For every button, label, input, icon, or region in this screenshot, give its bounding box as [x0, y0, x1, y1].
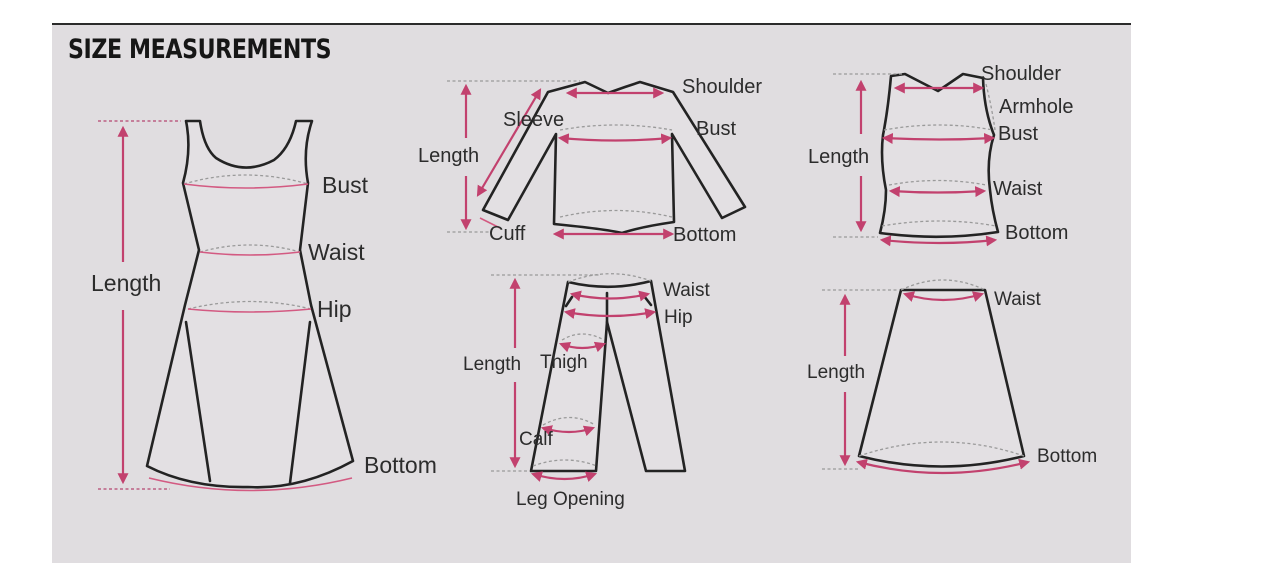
top-shoulder-label: Shoulder	[682, 76, 762, 98]
tank-armhole-label: Armhole	[999, 96, 1073, 118]
top-outline	[481, 80, 747, 235]
pants-leg-opening-label: Leg Opening	[516, 489, 625, 510]
pants-diagram: Waist Hip Length Thigh Calf Leg Opening	[463, 273, 711, 510]
tank-shoulder-label: Shoulder	[981, 63, 1061, 85]
tank-top-diagram: Shoulder Armhole Bust Length Waist Botto…	[808, 63, 1073, 247]
top-bust-label: Bust	[696, 118, 736, 140]
dress-waist-label: Waist	[308, 239, 365, 265]
skirt-diagram: Waist Length Bottom	[807, 279, 1097, 475]
top-length-label: Length	[418, 145, 479, 167]
tank-outline	[878, 72, 1000, 239]
skirt-bottom-label: Bottom	[1037, 446, 1097, 467]
long-sleeve-top-diagram: Shoulder Sleeve Bust Length Cuff Bottom	[418, 76, 762, 246]
chart-title: SIZE MEASUREMENTS	[68, 34, 332, 65]
dress-hip-label: Hip	[317, 296, 352, 322]
pants-length-label: Length	[463, 354, 521, 375]
dress-diagram: Length Bust Waist Hip Bottom	[91, 119, 437, 492]
pants-waist-label: Waist	[663, 280, 711, 301]
skirt-outline	[857, 288, 1026, 468]
pants-calf-label: Calf	[519, 429, 554, 450]
top-sleeve-label: Sleeve	[503, 109, 564, 131]
pants-thigh-label: Thigh	[540, 352, 588, 373]
top-bottom-label: Bottom	[673, 224, 736, 246]
tank-bust-label: Bust	[998, 123, 1038, 145]
dress-bust-label: Bust	[322, 172, 369, 198]
pants-hip-label: Hip	[664, 307, 693, 328]
tank-length-label: Length	[808, 146, 869, 168]
dress-bottom-label: Bottom	[364, 452, 437, 478]
tank-bottom-label: Bottom	[1005, 222, 1068, 244]
tank-waist-label: Waist	[993, 178, 1043, 200]
dress-length-label: Length	[91, 270, 161, 296]
top-cuff-label: Cuff	[489, 223, 526, 245]
skirt-length-label: Length	[807, 362, 865, 383]
skirt-waist-label: Waist	[994, 289, 1042, 310]
